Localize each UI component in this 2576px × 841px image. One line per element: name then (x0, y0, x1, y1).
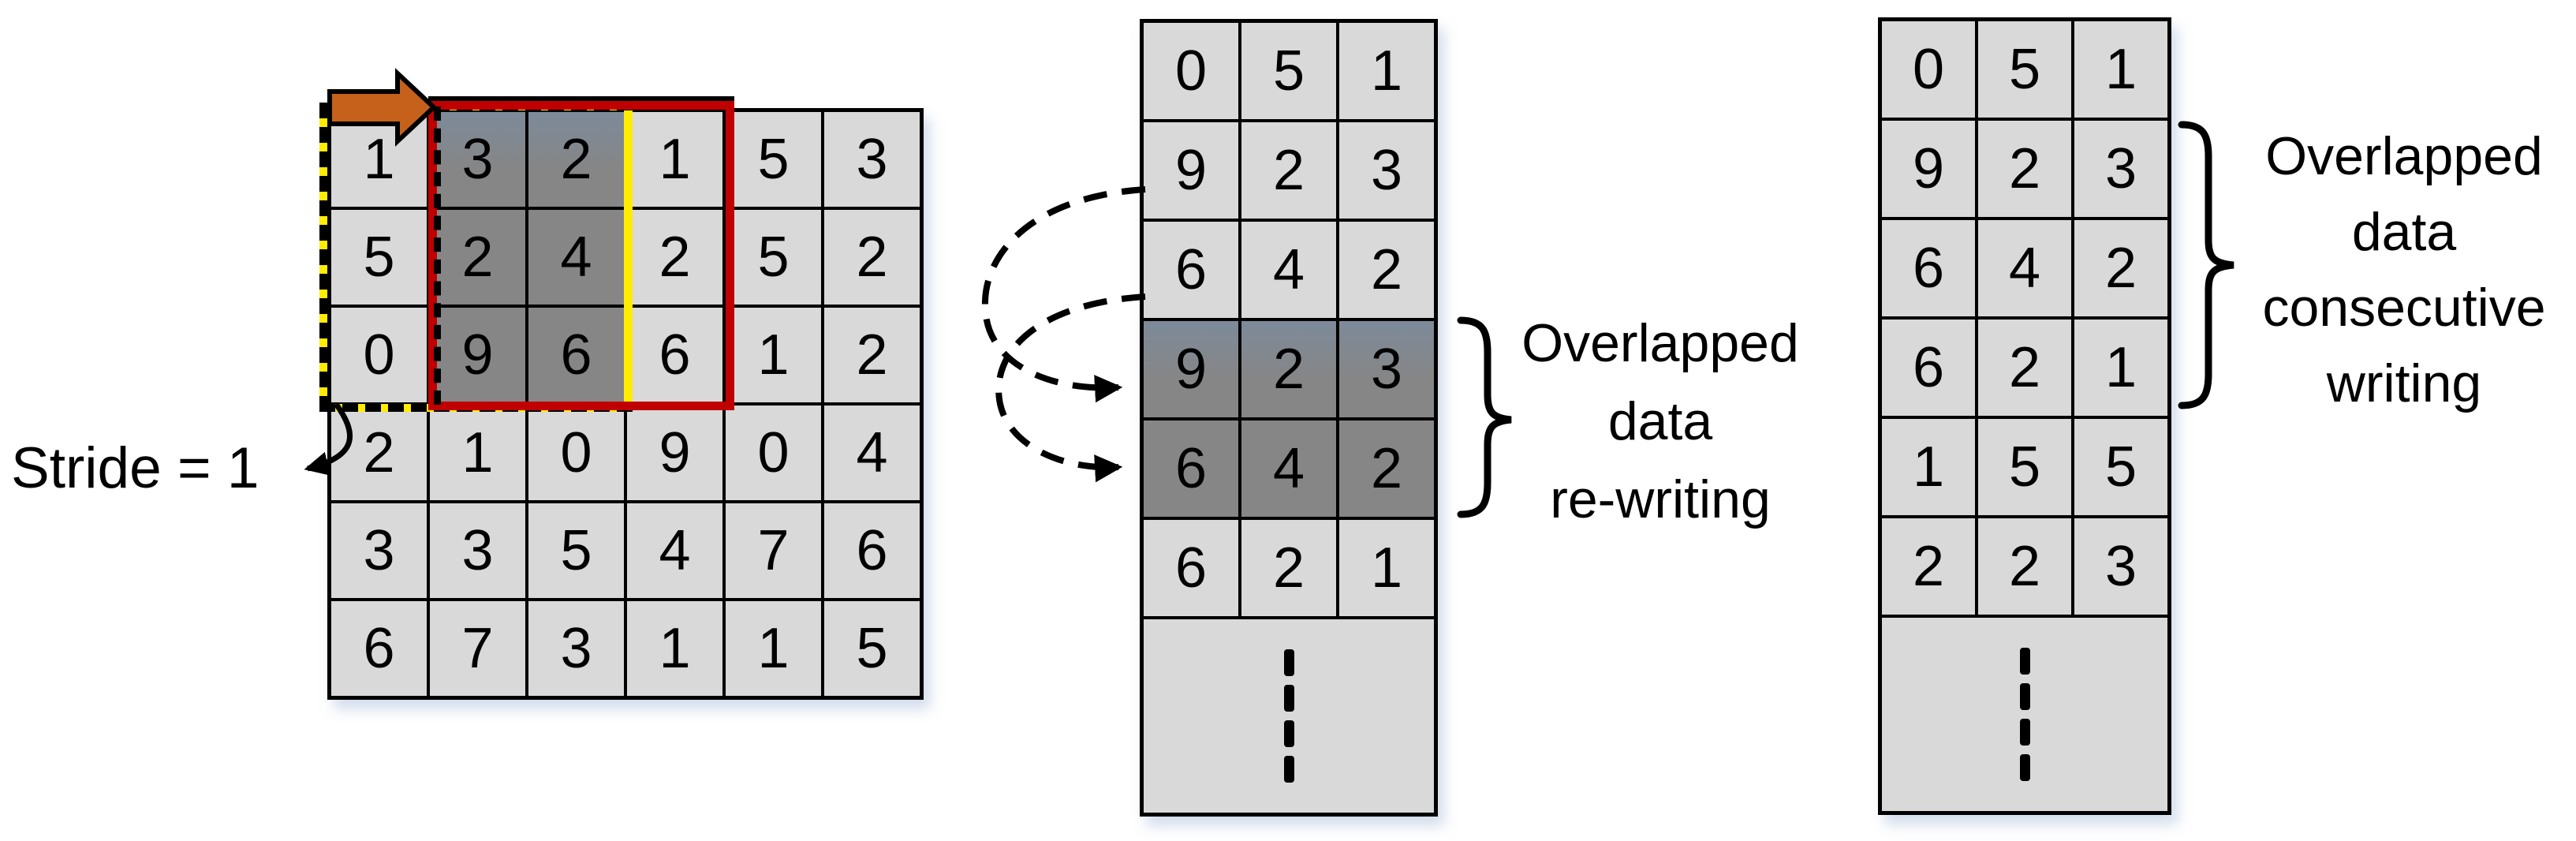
consecutive-label-line: consecutive (2262, 278, 2546, 338)
grid-cell: 5 (724, 208, 823, 306)
grid-cell: 2 (1240, 518, 1338, 618)
grid-cell: 5 (1240, 21, 1338, 121)
grid-cell: 2 (527, 110, 625, 208)
grid-cell: 6 (1142, 220, 1240, 320)
grid-cell: 2 (1977, 517, 2073, 616)
grid-cell: 1 (724, 600, 823, 697)
grid-cell: 1 (428, 404, 527, 502)
grid-cell: 2 (1880, 517, 1977, 616)
grid-cell: 3 (527, 600, 625, 697)
grid-cell: 6 (1142, 419, 1240, 518)
grid-cell: 3 (2073, 119, 2169, 219)
grid-cell: 0 (724, 404, 823, 502)
grid-cell: 3 (428, 110, 527, 208)
grid-cell: 9 (1142, 320, 1240, 419)
grid-cell: 1 (724, 306, 823, 404)
grid-cell: 6 (527, 306, 625, 404)
ellipsis-dash (2019, 648, 2030, 675)
grid-cell: 2 (330, 404, 428, 502)
grid-cell: 7 (428, 600, 527, 697)
grid-cell: 1 (1338, 518, 1435, 618)
window-top-edge (428, 96, 734, 101)
rewriting-label-line: data (1607, 391, 1713, 451)
grid-cell: 5 (1977, 417, 2073, 517)
grid-cell: 3 (1338, 320, 1435, 419)
ellipsis-dash (1283, 685, 1294, 712)
grid-cell: 2 (625, 208, 724, 306)
grid-cell: 2 (1977, 119, 2073, 219)
grid-cell: 2 (1240, 121, 1338, 220)
grid-cell: 2 (1240, 320, 1338, 419)
grid-cell: 4 (527, 208, 625, 306)
grid-cell: 1 (2073, 318, 2169, 417)
grid-cell: 5 (330, 208, 428, 306)
grid-cell: 1 (2073, 20, 2169, 119)
grid-cell: 9 (1142, 121, 1240, 220)
ellipsis-cell (1880, 616, 2169, 813)
grid-cell: 6 (625, 306, 724, 404)
ellipsis-dash (2019, 754, 2030, 781)
grid-cell: 3 (1338, 121, 1435, 220)
ellipsis-dash (2019, 683, 2030, 710)
grid-cell: 6 (1880, 219, 1977, 318)
consecutive-brace-icon (2178, 121, 2234, 409)
ellipsis-cell (1142, 618, 1435, 814)
consecutive-label-line: data (2351, 202, 2457, 262)
grid-cell: 6 (330, 600, 428, 697)
ellipsis-dash (1283, 756, 1294, 783)
grid-cell: 1 (625, 110, 724, 208)
grid-cell: 2 (823, 306, 921, 404)
grid-cell: 9 (428, 306, 527, 404)
grid-cell: 4 (823, 404, 921, 502)
stride-label: Stride = 1 (11, 436, 259, 500)
grid-cell: 1 (1338, 21, 1435, 121)
grid-cell: 4 (625, 502, 724, 600)
consecutive-label-line: writing (2326, 353, 2482, 413)
rewrite-arrow-icon (995, 293, 1146, 483)
grid-cell: 1 (1880, 417, 1977, 517)
consecutive-label: Overlapped data consecutive writing (2246, 118, 2562, 421)
grid-cell: 4 (1240, 419, 1338, 518)
grid-cell: 4 (1977, 219, 2073, 318)
grid-cell: 0 (1142, 21, 1240, 121)
grid-cell: 4 (1240, 220, 1338, 320)
grid-cell: 6 (1880, 318, 1977, 417)
grid-cell: 3 (428, 502, 527, 600)
grid-cell: 9 (625, 404, 724, 502)
grid-cell: 2 (428, 208, 527, 306)
grid-cell: 3 (2073, 517, 2169, 616)
grid-cell: 5 (724, 110, 823, 208)
grid-cell: 5 (2073, 417, 2169, 517)
grid-cell: 1 (330, 110, 428, 208)
rewrite-arrow-icon (981, 186, 1146, 403)
grid-cell: 2 (1977, 318, 2073, 417)
ellipsis-dash (1283, 720, 1294, 747)
grid-cell: 2 (2073, 219, 2169, 318)
grid-cell: 0 (1880, 20, 1977, 119)
grid-cell: 5 (527, 502, 625, 600)
grid-cell: 2 (1338, 419, 1435, 518)
ellipsis-dash (2019, 719, 2030, 746)
ellipsis-dash (1283, 649, 1294, 676)
rewriting-label-line: Overlapped (1521, 313, 1799, 373)
grid-cell: 0 (527, 404, 625, 502)
consecutive-label-line: Overlapped (2265, 126, 2543, 186)
grid-cell: 6 (1142, 518, 1240, 618)
grid-cell: 3 (330, 502, 428, 600)
grid-cell: 0 (330, 306, 428, 404)
grid-cell: 9 (1880, 119, 1977, 219)
rewriting-label: Overlapped data re-writing (1503, 305, 1818, 539)
rewriting-label-line: re-writing (1550, 469, 1771, 529)
grid-cell: 2 (1338, 220, 1435, 320)
grid-cell: 6 (823, 502, 921, 600)
grid-cell: 5 (1977, 20, 2073, 119)
grid-cell: 3 (823, 110, 921, 208)
grid-cell: 1 (625, 600, 724, 697)
grid-cell: 2 (823, 208, 921, 306)
grid-cell: 7 (724, 502, 823, 600)
grid-cell: 5 (823, 600, 921, 697)
